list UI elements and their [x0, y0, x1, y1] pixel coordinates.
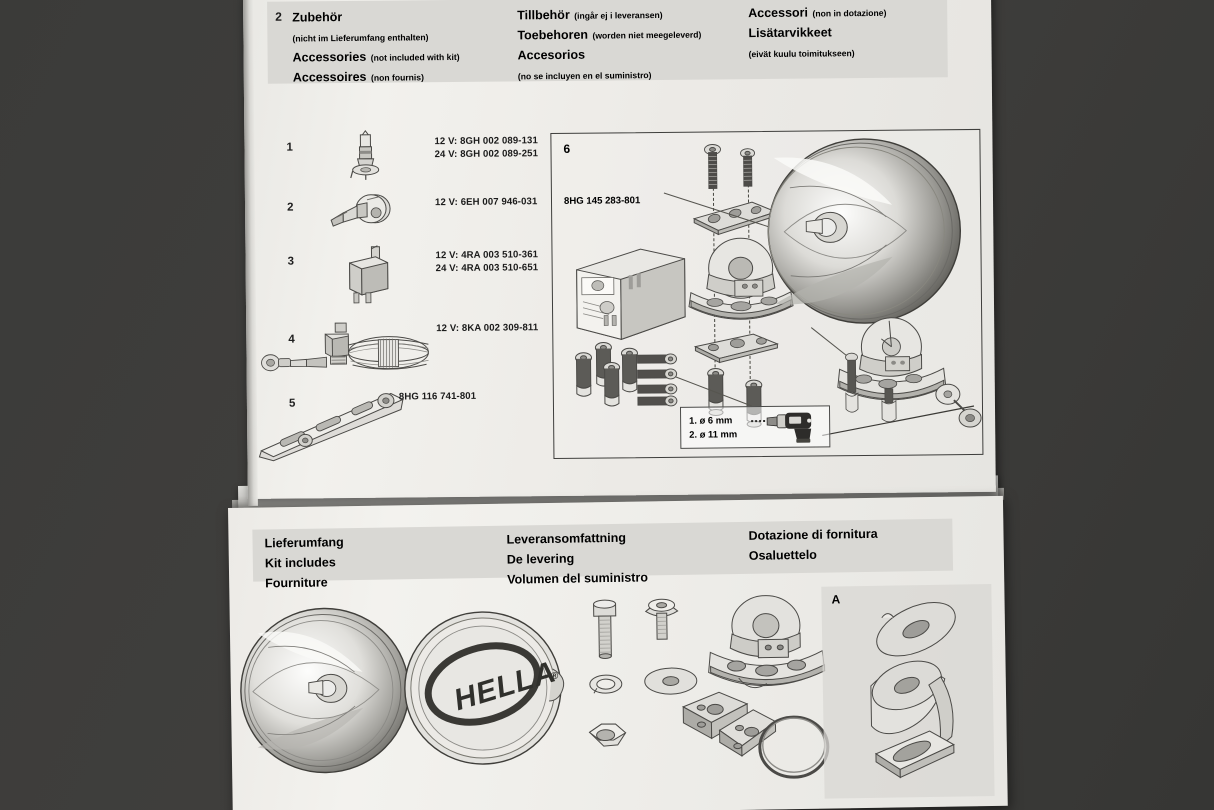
wall-anchor-icon	[575, 342, 638, 407]
bracket-plate-icon	[693, 333, 779, 364]
booklet-page-kit-includes: Lieferumfang Kit includes Fourniture Lev…	[228, 495, 1008, 810]
wiring-harness-icon	[261, 322, 429, 372]
headlamp-reflector-icon	[240, 607, 410, 774]
registered-mark-icon: ®	[550, 670, 560, 682]
screw-icon	[637, 353, 678, 407]
screw-icon	[704, 144, 756, 189]
packaging-box-icon	[576, 248, 686, 341]
hex-nut-icon	[588, 723, 627, 747]
clamp-plate-icon	[682, 691, 777, 757]
header-col-german-english-french: Zubehör (nicht im Lieferumfang enthalten…	[292, 5, 513, 88]
header-line: Accesorios	[517, 48, 586, 63]
mount-bracket-icon	[708, 595, 826, 689]
part-index: 2	[286, 201, 294, 214]
drill-callout-box: 1. ø 6 mm 2. ø 11 mm	[679, 405, 831, 449]
cordless-drill-icon	[751, 412, 812, 443]
bulb-socket-icon	[330, 194, 391, 227]
part-index: 1	[286, 141, 293, 154]
hardware-group	[588, 595, 830, 779]
header-line: Accessori (non in dotazione)	[748, 5, 887, 21]
relay-icon	[349, 245, 389, 304]
header-line: Volumen del suministro	[507, 570, 649, 587]
lock-washer-icon	[589, 674, 623, 694]
figure-6-panel: 6 8HG 145 283-801	[550, 128, 984, 460]
section-number: 2	[275, 9, 282, 24]
header-line: (nicht im Lieferumfang enthalten)	[292, 32, 429, 44]
lamp-mount-bracket-icon	[837, 317, 982, 428]
part-number-line: 12 V: 8KA 002 309-811	[436, 322, 539, 335]
header-line: (eivät kuulu toimitukseen)	[748, 48, 855, 60]
part-index: 3	[287, 255, 295, 268]
header-line: Lisätarvikkeet	[748, 25, 832, 41]
washer-icon	[876, 602, 956, 657]
lamp-mount-bracket-icon	[688, 237, 794, 320]
hex-bolt-icon	[593, 599, 617, 659]
panel-A-label: A	[831, 592, 841, 607]
headlamp-reflector-icon	[767, 138, 962, 324]
halogen-bulb-icon	[350, 129, 380, 180]
drill-callout-text: 1. ø 6 mm 2. ø 11 mm	[689, 414, 738, 440]
header-col-swedish-dutch-spanish: Tillbehör (ingår ej i leveransen) Toebeh…	[517, 3, 753, 86]
header-col-german-english-french: Lieferumfang Kit includes Fourniture	[264, 530, 495, 594]
header-line: (no se incluyen en el suministro)	[517, 70, 652, 82]
header-line: Zubehör	[292, 10, 343, 25]
mounting-bar-icon	[258, 393, 405, 462]
booklet-page-accessories: 2 Zubehör (nicht im Lieferumfang enthalt…	[243, 0, 996, 499]
part-number-line: 12 V: 6EH 007 946-031	[434, 196, 538, 209]
angle-bracket-icon	[870, 602, 956, 779]
flat-washer-icon	[644, 667, 698, 695]
header-col-italian-finnish: Dotazione di fornitura Osaluettelo	[748, 522, 979, 566]
header-line: Osaluettelo	[748, 547, 817, 563]
header-line: Tillbehör (ingår ej i leveransen)	[517, 7, 663, 23]
panel-A: A	[821, 584, 995, 799]
part-number-line: 8HG 116 741-801	[398, 390, 477, 403]
header-line: Accessories (not included with kit)	[292, 50, 460, 65]
header-line: Accessoires (non fournis)	[292, 70, 424, 85]
flange-bolt-icon	[644, 598, 679, 640]
header-col-swedish-dutch-spanish: Leveransomfattning De levering Volumen d…	[506, 526, 757, 590]
rubber-gasket-ring-icon	[758, 715, 830, 779]
part-number-line: 12 V: 4RA 003 510-361 24 V: 4RA 003 510-…	[435, 249, 539, 275]
header-col-italian-finnish: Accessori (non in dotazione) Lisätarvikk…	[748, 1, 949, 63]
header-line: Fourniture	[265, 575, 328, 591]
part-number-line: 12 V: 8GH 002 089-131 24 V: 8GH 002 089-…	[434, 135, 539, 161]
lamp-cover-cap-icon	[404, 611, 565, 765]
header-line: Toebehoren (worden niet meegeleverd)	[517, 27, 702, 43]
